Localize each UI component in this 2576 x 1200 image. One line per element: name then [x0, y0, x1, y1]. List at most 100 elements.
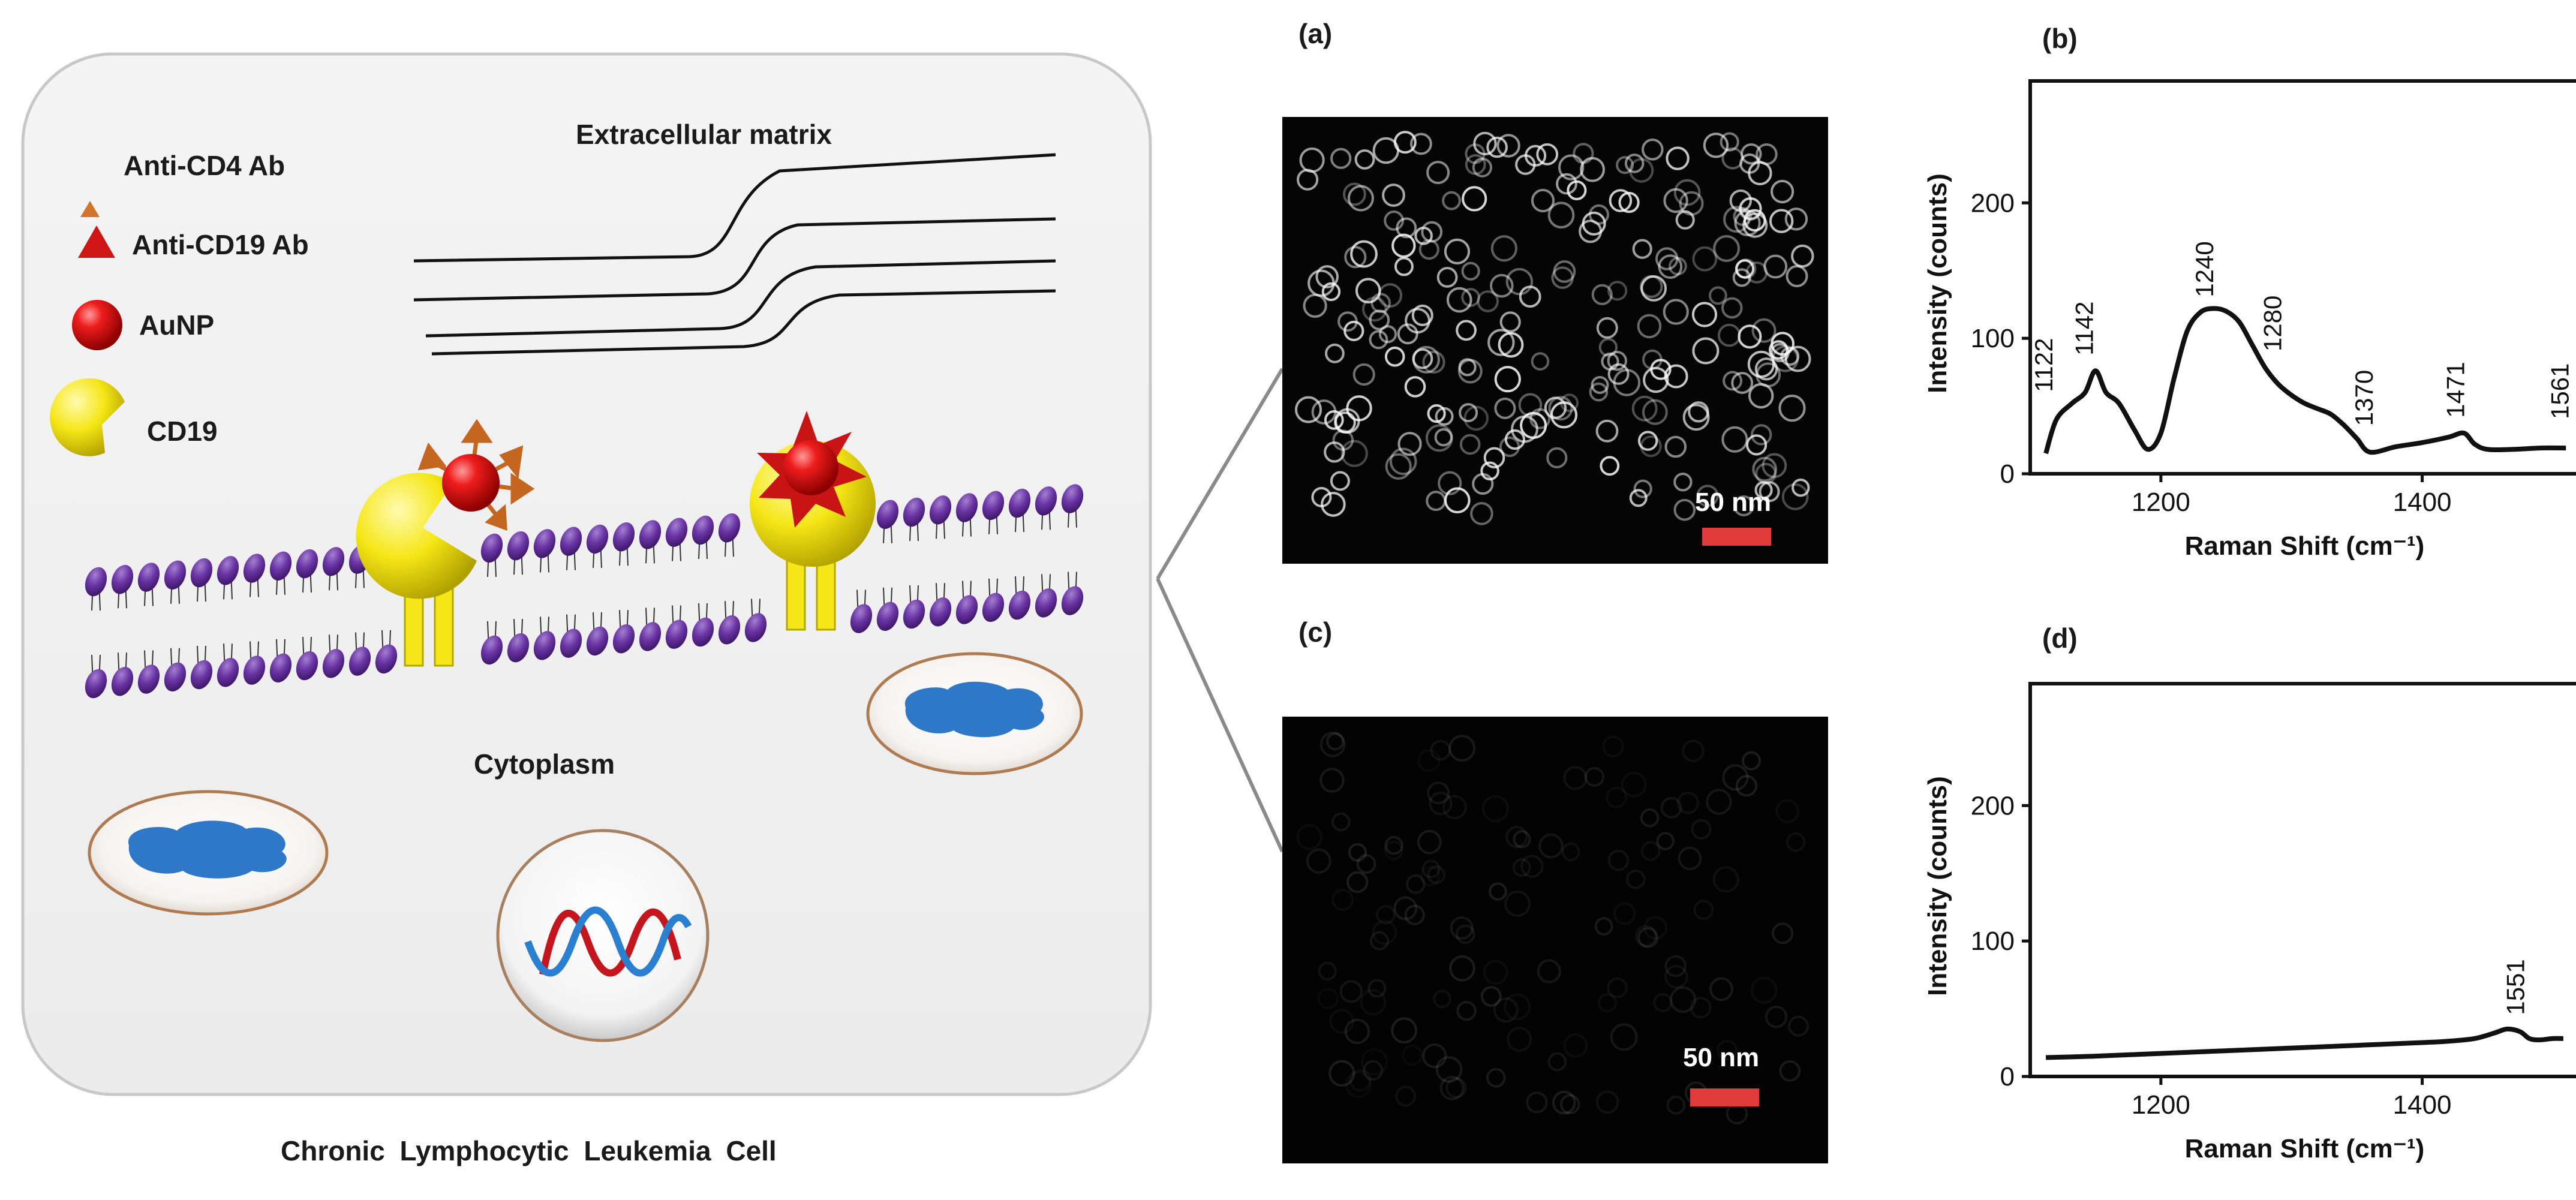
- fluorescent-cell: [1712, 866, 1739, 893]
- fluorescent-cell: [1606, 786, 1628, 808]
- fluorescent-cell: [1422, 350, 1445, 374]
- lipid: [243, 554, 266, 597]
- fluorescent-cell: [1455, 924, 1475, 945]
- fluorescent-cell: [1781, 483, 1809, 510]
- lipid: [982, 491, 1005, 534]
- fluorescent-cell: [1780, 347, 1800, 366]
- lipid: [903, 585, 925, 629]
- fluorescent-cell: [1346, 395, 1372, 422]
- zoom-connector: [1156, 368, 1284, 853]
- fluorescent-cell: [1742, 212, 1768, 238]
- spectrum-line: [2045, 1026, 2563, 1060]
- lipid: [217, 556, 239, 600]
- fluorescent-cell: [1673, 473, 1693, 492]
- fluorescent-cell: [1663, 188, 1688, 213]
- fluorescent-cell: [1696, 485, 1719, 507]
- fluorescent-cell: [1601, 352, 1619, 371]
- aunp-anti-cd4-conjugate: [417, 419, 535, 531]
- anti-cd19-icon: [78, 225, 115, 258]
- x-tick-label: 1200: [2132, 488, 2190, 517]
- fluorescent-cell: [1483, 447, 1505, 469]
- fluorescent-cell: [1330, 148, 1352, 169]
- fluorescent-cell: [1458, 358, 1477, 377]
- fluorescent-cell: [1660, 796, 1682, 819]
- fluorescent-cell: [1634, 925, 1657, 948]
- scale-bar-a: [1702, 528, 1771, 546]
- fluorescent-cell: [1598, 338, 1618, 357]
- cd19-receptor-left: [356, 473, 477, 667]
- fluorescent-cell: [1393, 896, 1418, 921]
- fluorescent-cell: [1321, 282, 1341, 302]
- fluorescent-cell: [1633, 479, 1652, 498]
- fluorescent-cell: [1722, 764, 1749, 791]
- lipid: [876, 587, 899, 631]
- fluorescent-cell: [1490, 235, 1517, 262]
- lipid: [1035, 486, 1057, 530]
- fluorescent-cell: [1350, 240, 1378, 268]
- extracellular-matrix-label: Extracellular matrix: [576, 119, 832, 150]
- lipid: [612, 522, 635, 566]
- fluorescent-cell: [1354, 149, 1375, 170]
- fluorescent-cell: [1553, 260, 1576, 283]
- fluorescent-cell: [1640, 275, 1667, 302]
- fluorescent-cell: [1421, 859, 1441, 879]
- fluorescent-cell: [1624, 154, 1645, 173]
- fluorescent-cell: [1682, 404, 1710, 431]
- fluorescent-cell: [1637, 927, 1658, 948]
- cd19-receptor-icon: [50, 378, 125, 456]
- y-axis-label: Intensity (counts): [1923, 776, 1952, 996]
- fluorescent-cell: [1369, 309, 1390, 330]
- fluorescent-cell: [1771, 179, 1795, 204]
- fluorescent-cell: [1483, 960, 1508, 985]
- fluorescent-cell: [1690, 997, 1712, 1019]
- lipid: [955, 493, 978, 537]
- peak-label: 1370: [2350, 370, 2378, 426]
- fluorescent-cell: [1384, 835, 1403, 855]
- lipid: [111, 652, 134, 696]
- legend-aunp-label: AuNP: [139, 309, 214, 341]
- lipid: [533, 616, 556, 660]
- fluorescent-cell: [1449, 955, 1475, 982]
- lipid: [586, 612, 609, 656]
- anti-cd4-icon: [80, 201, 100, 217]
- fluorescent-cell: [1618, 191, 1640, 213]
- fluorescent-cell: [1656, 832, 1675, 850]
- scale-label-c: 50 nm: [1683, 1043, 1759, 1072]
- fluorescent-cell: [1330, 471, 1350, 491]
- fluorescent-cell: [1658, 254, 1683, 279]
- micrograph-c: 50 nm: [1282, 717, 1828, 1163]
- fluorescent-cell: [1692, 337, 1720, 365]
- fluorescent-cell: [1463, 405, 1489, 431]
- fluorescent-cell: [1389, 447, 1417, 476]
- fluorescent-cell: [1472, 157, 1492, 178]
- fluorescent-cell: [1433, 990, 1451, 1009]
- peak-label: 1142: [2070, 301, 2099, 355]
- fluorescent-cell: [1515, 154, 1536, 175]
- fluorescent-cell: [1489, 882, 1507, 901]
- fluorescent-cell: [1669, 257, 1687, 276]
- fluorescent-cell: [1507, 1027, 1532, 1052]
- fluorescent-cell: [1643, 366, 1669, 393]
- fluorescent-cell: [1391, 233, 1416, 258]
- fluorescent-cell: [1556, 173, 1577, 195]
- fluorescent-cell: [1518, 393, 1543, 417]
- panel-label-d: (d): [2042, 622, 2078, 654]
- fluorescent-cell: [1436, 267, 1458, 288]
- lipid: [296, 549, 318, 593]
- fluorescent-cell: [1340, 440, 1368, 467]
- micrograph-a: 50 nm: [1282, 117, 1828, 564]
- lipid: [164, 648, 187, 691]
- lipid: [375, 630, 398, 674]
- fluorescent-cell: [1435, 1056, 1463, 1083]
- lipid: [744, 599, 767, 642]
- fluorescent-cell: [1450, 916, 1474, 940]
- extracellular-fibers: [413, 153, 1056, 356]
- fluorescent-cell: [1558, 154, 1585, 181]
- fluorescent-cell: [1563, 1033, 1588, 1058]
- x-axis-label: Raman Shift (cm⁻¹): [2185, 531, 2425, 561]
- fluorescent-cell: [1391, 1017, 1418, 1043]
- lipid: [929, 583, 952, 627]
- fluorescent-cell: [1763, 254, 1788, 279]
